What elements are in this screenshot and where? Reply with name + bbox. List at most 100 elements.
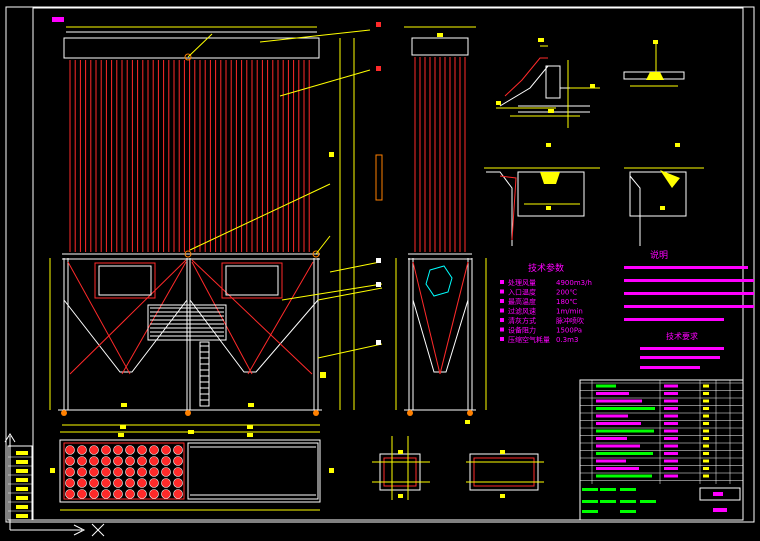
bag-hole [101,467,111,477]
tech-requirements-lines [640,347,724,369]
tech-param-label: 设备阻力 [508,326,536,335]
title-cell [582,488,598,491]
table-cell-text [596,399,642,403]
bag-hole [161,489,171,499]
table-cell-text [596,474,652,478]
table-cell-text [664,452,678,455]
bag-hole [125,489,135,499]
bag-hole [149,489,159,499]
bag-hole [125,445,135,455]
title-cell [620,500,636,503]
param-bullet [500,327,504,332]
bag-hole [137,467,147,477]
tech-param-value: 0.3m3 [556,336,578,344]
table-cell-text [703,429,709,433]
table-cell-text [703,452,709,455]
revision-text [16,505,28,509]
table-cell-text [596,429,654,433]
drawing-number-box [52,17,64,22]
bag-hole [65,478,75,488]
revision-text [16,496,28,500]
param-bullet [500,299,504,303]
bag-hole [89,467,99,477]
tech-param-value: 4900m3/h [556,279,592,287]
bag-hole [173,467,183,477]
bag-hole [173,456,183,466]
front-elevation [49,22,383,429]
bag-hole [113,467,123,477]
bag-hole [101,445,111,455]
bag-hole [101,489,111,499]
param-bullet [500,318,504,322]
title-cell [600,488,616,491]
bag-hole [65,467,75,477]
bag-hole [65,456,75,466]
bag-hole [149,445,159,455]
tech-param-value: 脉冲喷吹 [556,316,584,325]
title-cell [600,500,616,503]
table-cell-text [596,444,640,448]
side-elevation [395,26,487,424]
table-cell-text [664,422,678,425]
revision-text [16,460,28,464]
title-cell [582,500,598,503]
bag-hole [149,456,159,466]
table-cell-text [596,437,627,440]
table-cell-text [703,444,709,448]
bag-hole [77,467,87,477]
table-cell-text [703,474,709,478]
bag-hole [173,445,183,455]
param-bullet [500,337,504,341]
bag-hole [113,445,123,455]
title-cell [620,510,636,513]
table-cell-text [703,422,709,425]
table-cell-text [664,399,678,403]
table-cell-text [703,392,709,395]
bag-hole [89,445,99,455]
bag-hole [173,489,183,499]
table-cell-text [596,467,639,470]
table-cell-text [596,452,653,455]
drawing-frame-outer [5,6,755,523]
table-cell-text [703,437,709,440]
tech-param-label: 过滤风速 [508,307,536,316]
bag-hole [77,478,87,488]
table-cell-text [664,407,678,410]
table-cell-text [703,459,709,463]
param-bullet [500,289,504,294]
table-cell-text [596,392,629,395]
bag-hole [125,467,135,477]
bag-hole [137,478,147,488]
title-cell [582,510,598,513]
tech-param-label: 清灰方式 [508,316,536,325]
table-cell-text [664,444,678,448]
bag-hole [65,445,75,455]
bag-hole [113,478,123,488]
tech-param-label: 处理风量 [508,278,536,287]
table-cell-text [664,429,678,433]
revision-text [16,469,28,473]
bag-hole [77,489,87,499]
table-cell-text [664,467,678,470]
revision-text [16,451,28,455]
tech-param-label: 最高温度 [508,297,536,306]
technical-params-heading: 技术参数 [528,262,564,274]
tech-param-label: 入口温度 [508,288,536,297]
table-cell-text [664,437,678,440]
table-cell-text [664,474,678,478]
param-bullet [500,308,504,313]
plan-view [50,430,334,511]
revision-strip [7,445,33,521]
tech-param-value: 200℃ [556,289,577,297]
bag-hole [137,445,147,455]
revision-text [16,514,28,518]
bag-hole [125,456,135,466]
table-cell-text [664,414,678,418]
table-cell-text [596,414,628,418]
table-cell-text [664,459,678,463]
bag-hole [101,478,111,488]
title-cell [640,500,656,503]
tech-param-label: 压缩空气耗量 [508,335,550,344]
